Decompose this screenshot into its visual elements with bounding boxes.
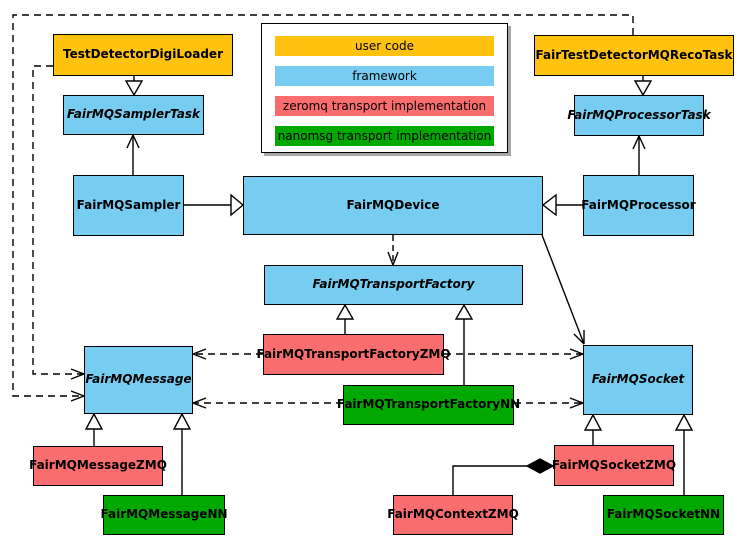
class-box-testdetectordigiloader: TestDetectorDigiLoader [53,34,233,76]
class-box-fairmqtransportfactory: FairMQTransportFactory [264,265,523,305]
legend-item-user-code: user code [275,36,494,56]
edge-factorynn-depends-socket [514,397,584,409]
class-box-fairmqmessage: FairMQMessage [84,346,193,414]
edge-messagezmq-inherits-message [84,412,104,446]
edge-sampler-uses-samplertask [126,134,140,175]
legend-label: zeromq transport implementation [282,99,487,113]
class-box-fairmqdevice: FairMQDevice [243,176,543,235]
class-box-fairtestdetectormqrecotask: FairTestDetectorMQRecoTask [534,35,734,76]
class-box-fairmqcontextzmq: FairMQContextZMQ [387,495,519,535]
legend-label: user code [355,39,414,53]
edge-factorynn-inherits-transportfactory [454,303,474,385]
class-box-fairmqprocessor: FairMQProcessor [581,175,696,236]
legend-item-nanomsg: nanomsg transport implementation [275,126,494,146]
class-box-fairmqtransportfactoryzmq: FairMQTransportFactoryZMQ [256,334,451,375]
edge-digiloader-depends-message [32,65,85,380]
edge-recotask-inherits-processortask [633,76,653,97]
edge-socketzmq-composes-contextzmq [452,458,555,495]
legend-item-zeromq: zeromq transport implementation [275,96,494,116]
class-box-fairmqsocketnn: FairMQSocketNN [603,495,724,535]
edge-device-uses-socket [541,234,585,345]
class-box-fairmqsocketzmq: FairMQSocketZMQ [552,445,676,486]
edge-digiloader-inherits-samplertask [124,76,144,97]
class-box-fairmqmessagenn: FairMQMessageNN [100,495,228,535]
class-box-fairmqsamplertask: FairMQSamplerTask [63,95,204,135]
edge-device-depends-transportfactory [387,235,399,266]
edge-processor-uses-processortask [632,135,646,175]
class-box-fairmqprocessortask: FairMQProcessorTask [567,95,711,136]
edge-recotask-depends-message [12,14,634,402]
edge-socketzmq-inherits-socket [583,413,603,445]
legend-item-framework: framework [275,66,494,86]
class-box-fairmqmessagezmq: FairMQMessageZMQ [29,446,167,486]
edge-factoryzmq-depends-socket [444,348,584,360]
legend-label: framework [352,69,417,83]
edge-sampler-inherits-device [184,193,245,217]
composition-diamond-icon [525,458,555,474]
edge-processor-inherits-device [541,193,583,217]
edge-factoryzmq-depends-message [192,348,263,360]
edge-factorynn-depends-message [192,397,343,409]
edge-factoryzmq-inherits-transportfactory [335,303,355,334]
legend: user code framework zeromq transport imp… [261,23,508,153]
class-box-fairmqsampler: FairMQSampler [73,175,184,236]
class-box-fairmqtransportfactorynn: FairMQTransportFactoryNN [337,385,520,425]
edge-socketnn-inherits-socket [674,413,694,495]
class-box-fairmqsocket: FairMQSocket [583,345,693,415]
legend-label: nanomsg transport implementation [277,129,492,143]
edge-messagenn-inherits-message [172,412,192,495]
